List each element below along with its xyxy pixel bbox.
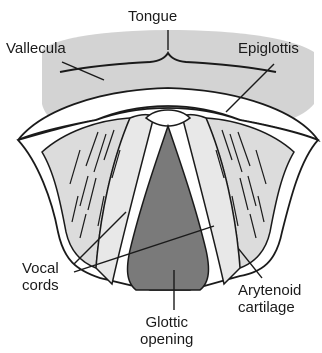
label-tongue: Tongue xyxy=(128,8,177,25)
label-vocal-cords: Vocal cords xyxy=(22,260,59,294)
label-arytenoid-cartilage: Arytenoid cartilage xyxy=(238,282,301,316)
label-vallecula: Vallecula xyxy=(6,40,66,57)
label-glottic-opening: Glottic opening xyxy=(140,314,193,348)
label-epiglottis: Epiglottis xyxy=(238,40,299,57)
